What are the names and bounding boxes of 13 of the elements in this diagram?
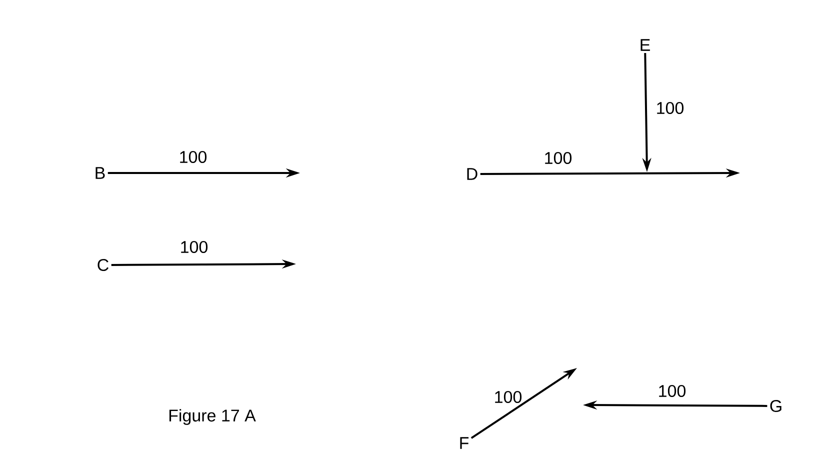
- caption: Figure 17 A: [169, 409, 256, 425]
- edge-label: 100: [495, 390, 522, 404]
- point-label: F: [460, 437, 469, 449]
- point-label: C: [98, 258, 108, 272]
- point-label: D: [467, 168, 478, 180]
- point-label: E: [640, 39, 650, 51]
- edge-label: 100: [659, 384, 686, 398]
- point-label: B: [96, 167, 105, 179]
- edge-label: 100: [545, 152, 572, 164]
- point-label: G: [770, 400, 782, 412]
- edge-label: 100: [181, 240, 208, 254]
- edge-label: 100: [657, 102, 684, 114]
- edge-label: 100: [180, 150, 207, 164]
